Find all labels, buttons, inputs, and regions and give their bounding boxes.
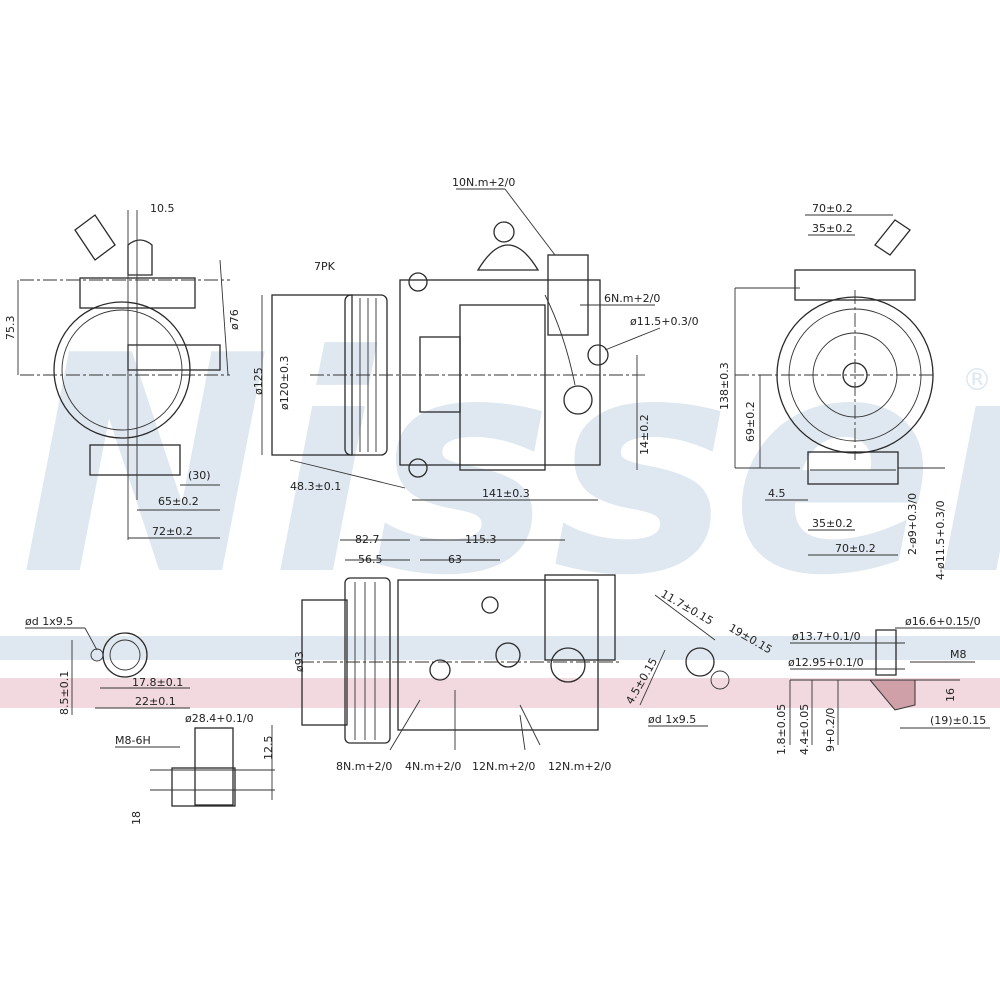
torque-label-4: 4N.m+2/0	[405, 760, 461, 773]
dim-holes-9: 2-ø9+0.3/0	[906, 493, 919, 555]
pink-band	[0, 678, 1000, 708]
dim-30: (30)	[188, 469, 211, 482]
belt-label-7pk: 7PK	[314, 260, 336, 273]
dim-18: 18	[130, 811, 143, 825]
thread-m8: M8	[950, 648, 967, 661]
dim-10-5: 10.5	[150, 202, 175, 215]
dim-4-5: 4.5	[768, 487, 786, 500]
brand-watermark: Nissens	[20, 292, 1000, 641]
registered-mark: ®	[962, 363, 992, 398]
dim-17-8: 17.8±0.1	[132, 676, 183, 689]
left-view: 10.5 75.3 ø76 (30) 65±0.2 72±0.2	[4, 202, 241, 540]
flange-detail: ød 1x9.5 17.8±0.1 22±0.1 8.5±0.1 ø28.4+0…	[25, 615, 275, 825]
dim-63: 63	[448, 553, 462, 566]
dim-1-8: 1.8±0.05	[775, 704, 788, 755]
dim-69: 69±0.2	[744, 401, 757, 442]
dim-70-bottom: 70±0.2	[835, 542, 876, 555]
fitting-detail: ø13.7+0.1/0 ø16.6+0.15/0 M8 ø12.95+0.1/0…	[775, 615, 990, 755]
dim-65: 65±0.2	[158, 495, 199, 508]
dim-115-3: 115.3	[465, 533, 497, 546]
dim-8-5: 8.5±0.1	[58, 671, 71, 715]
dim-138: 138±0.3	[718, 362, 731, 410]
dim-dia-12-95: ø12.95+0.1/0	[788, 656, 864, 669]
dim-dia-120: ø120±0.3	[278, 356, 291, 410]
bottom-view: 82.7 56.5 115.3 63 ø93 8N.m+2/0 4N.m+2/0…	[293, 533, 620, 773]
dim-dia-16-6: ø16.6+0.15/0	[905, 615, 981, 628]
dim-141: 141±0.3	[482, 487, 530, 500]
torque-label-12a: 12N.m+2/0	[472, 760, 535, 773]
dim-19-paren: (19)±0.15	[930, 714, 986, 727]
torque-label-side: 6N.m+2/0	[604, 292, 660, 305]
dim-dia-13-7: ø13.7+0.1/0	[792, 630, 861, 643]
dim-12-5: 12.5	[262, 736, 275, 761]
torque-label-12b: 12N.m+2/0	[548, 760, 611, 773]
dim-dia-76: ø76	[228, 309, 241, 330]
dim-70-top: 70±0.2	[812, 202, 853, 215]
front-view: 70±0.2 35±0.2 138±0.3 69±0.2 4.5 35±0.2 …	[718, 202, 947, 580]
dim-72: 72±0.2	[152, 525, 193, 538]
dim-48-3: 48.3±0.1	[290, 480, 341, 493]
dim-16: 16	[944, 688, 957, 702]
dim-22: 22±0.1	[135, 695, 176, 708]
dim-4-4: 4.4±0.05	[798, 704, 811, 755]
torque-label-8: 8N.m+2/0	[336, 760, 392, 773]
dim-35-bottom: 35±0.2	[812, 517, 853, 530]
blue-band	[0, 636, 1000, 660]
dim-35-top: 35±0.2	[812, 222, 853, 235]
dim-dia-125: ø125	[252, 367, 265, 395]
dim-14: 14±0.2	[638, 414, 651, 455]
dim-dia-93: ø93	[293, 651, 306, 672]
dim-82-7: 82.7	[355, 533, 380, 546]
dim-dia-28-4: ø28.4+0.1/0	[185, 712, 254, 725]
dim-holes-11-5: 4-ø11.5+0.3/0	[934, 500, 947, 580]
dim-hole-11-5: ø11.5+0.3/0	[630, 315, 699, 328]
dim-port-thread: ød 1x9.5	[648, 713, 696, 726]
side-view: 10N.m+2/0 7PK ø125 ø120±0.3 6N.m+2/0 ø11…	[252, 176, 699, 501]
dim-75-3: 75.3	[4, 316, 17, 341]
thread-m8-6h: M8-6H	[115, 734, 151, 747]
torque-label-top: 10N.m+2/0	[452, 176, 515, 189]
dim-56-5: 56.5	[358, 553, 383, 566]
dim-9: 9+0.2/0	[824, 708, 837, 752]
dim-flange-thread: ød 1x9.5	[25, 615, 73, 628]
